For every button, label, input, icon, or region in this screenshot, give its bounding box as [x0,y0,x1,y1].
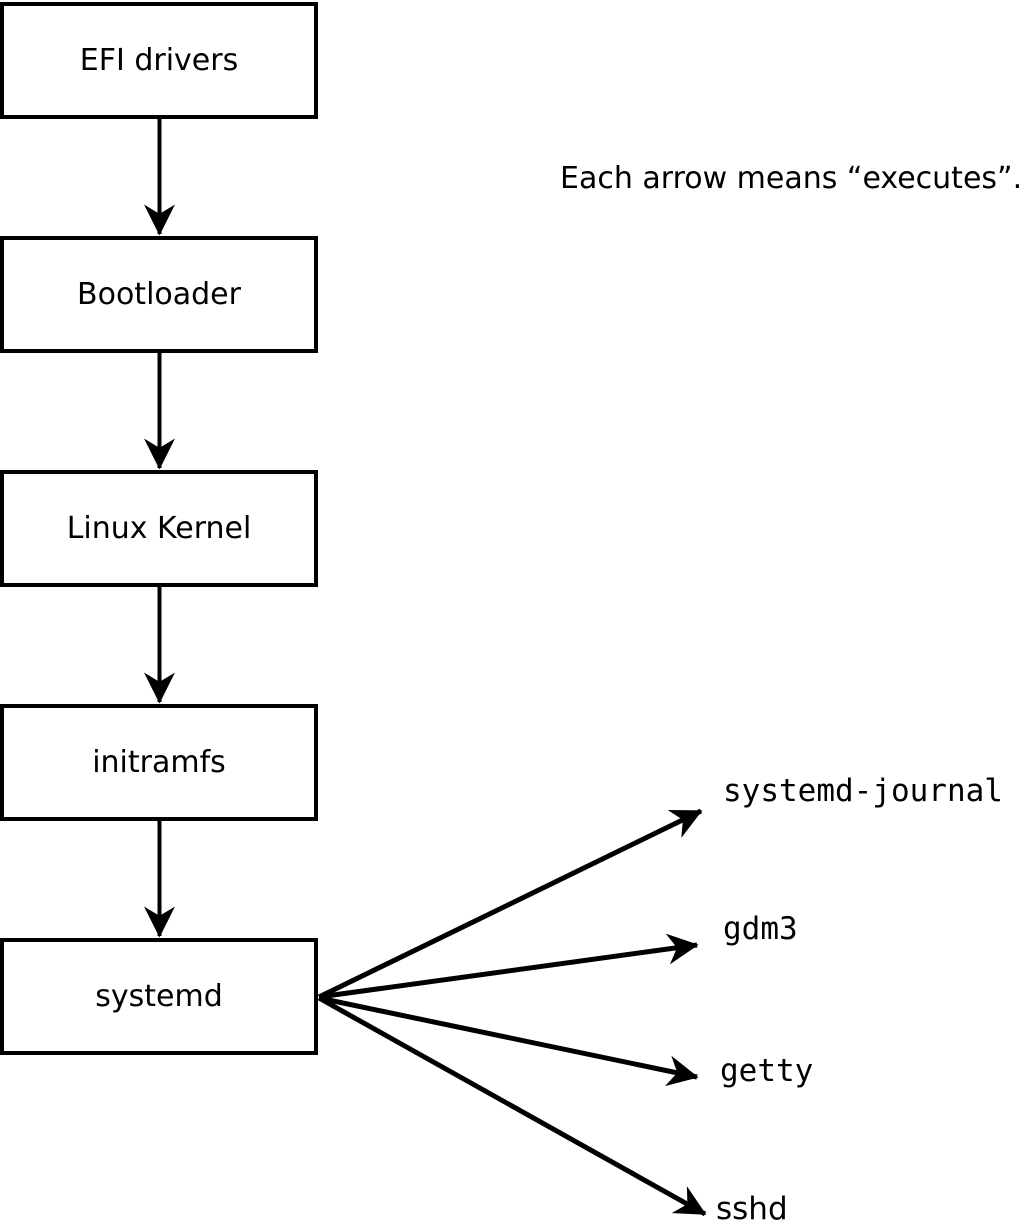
arrow-systemd-to-gdm3 [318,933,699,1000]
arrow-systemd-to-sshd [317,995,707,1217]
label-getty: getty [720,1053,814,1089]
arrow-systemd-to-systemd-journal [317,808,703,1000]
node-systemd: systemd [0,938,318,1055]
node-bootloader-label: Bootloader [77,276,241,312]
node-linux-kernel: Linux Kernel [0,470,318,587]
arrow-systemd-to-getty [318,995,699,1087]
node-efi-drivers: EFI drivers [0,2,318,119]
node-bootloader: Bootloader [0,236,318,353]
label-sshd: sshd [716,1191,788,1227]
label-systemd-journal: systemd-journal [723,773,1003,809]
node-initramfs: initramfs [0,704,318,821]
arrow-legend-caption: Each arrow means “executes”. [560,161,1023,196]
node-initramfs-label: initramfs [92,744,226,780]
node-linux-kernel-label: Linux Kernel [66,510,252,546]
label-gdm3: gdm3 [723,911,798,947]
node-systemd-label: systemd [95,978,223,1014]
node-efi-drivers-label: EFI drivers [79,42,239,78]
